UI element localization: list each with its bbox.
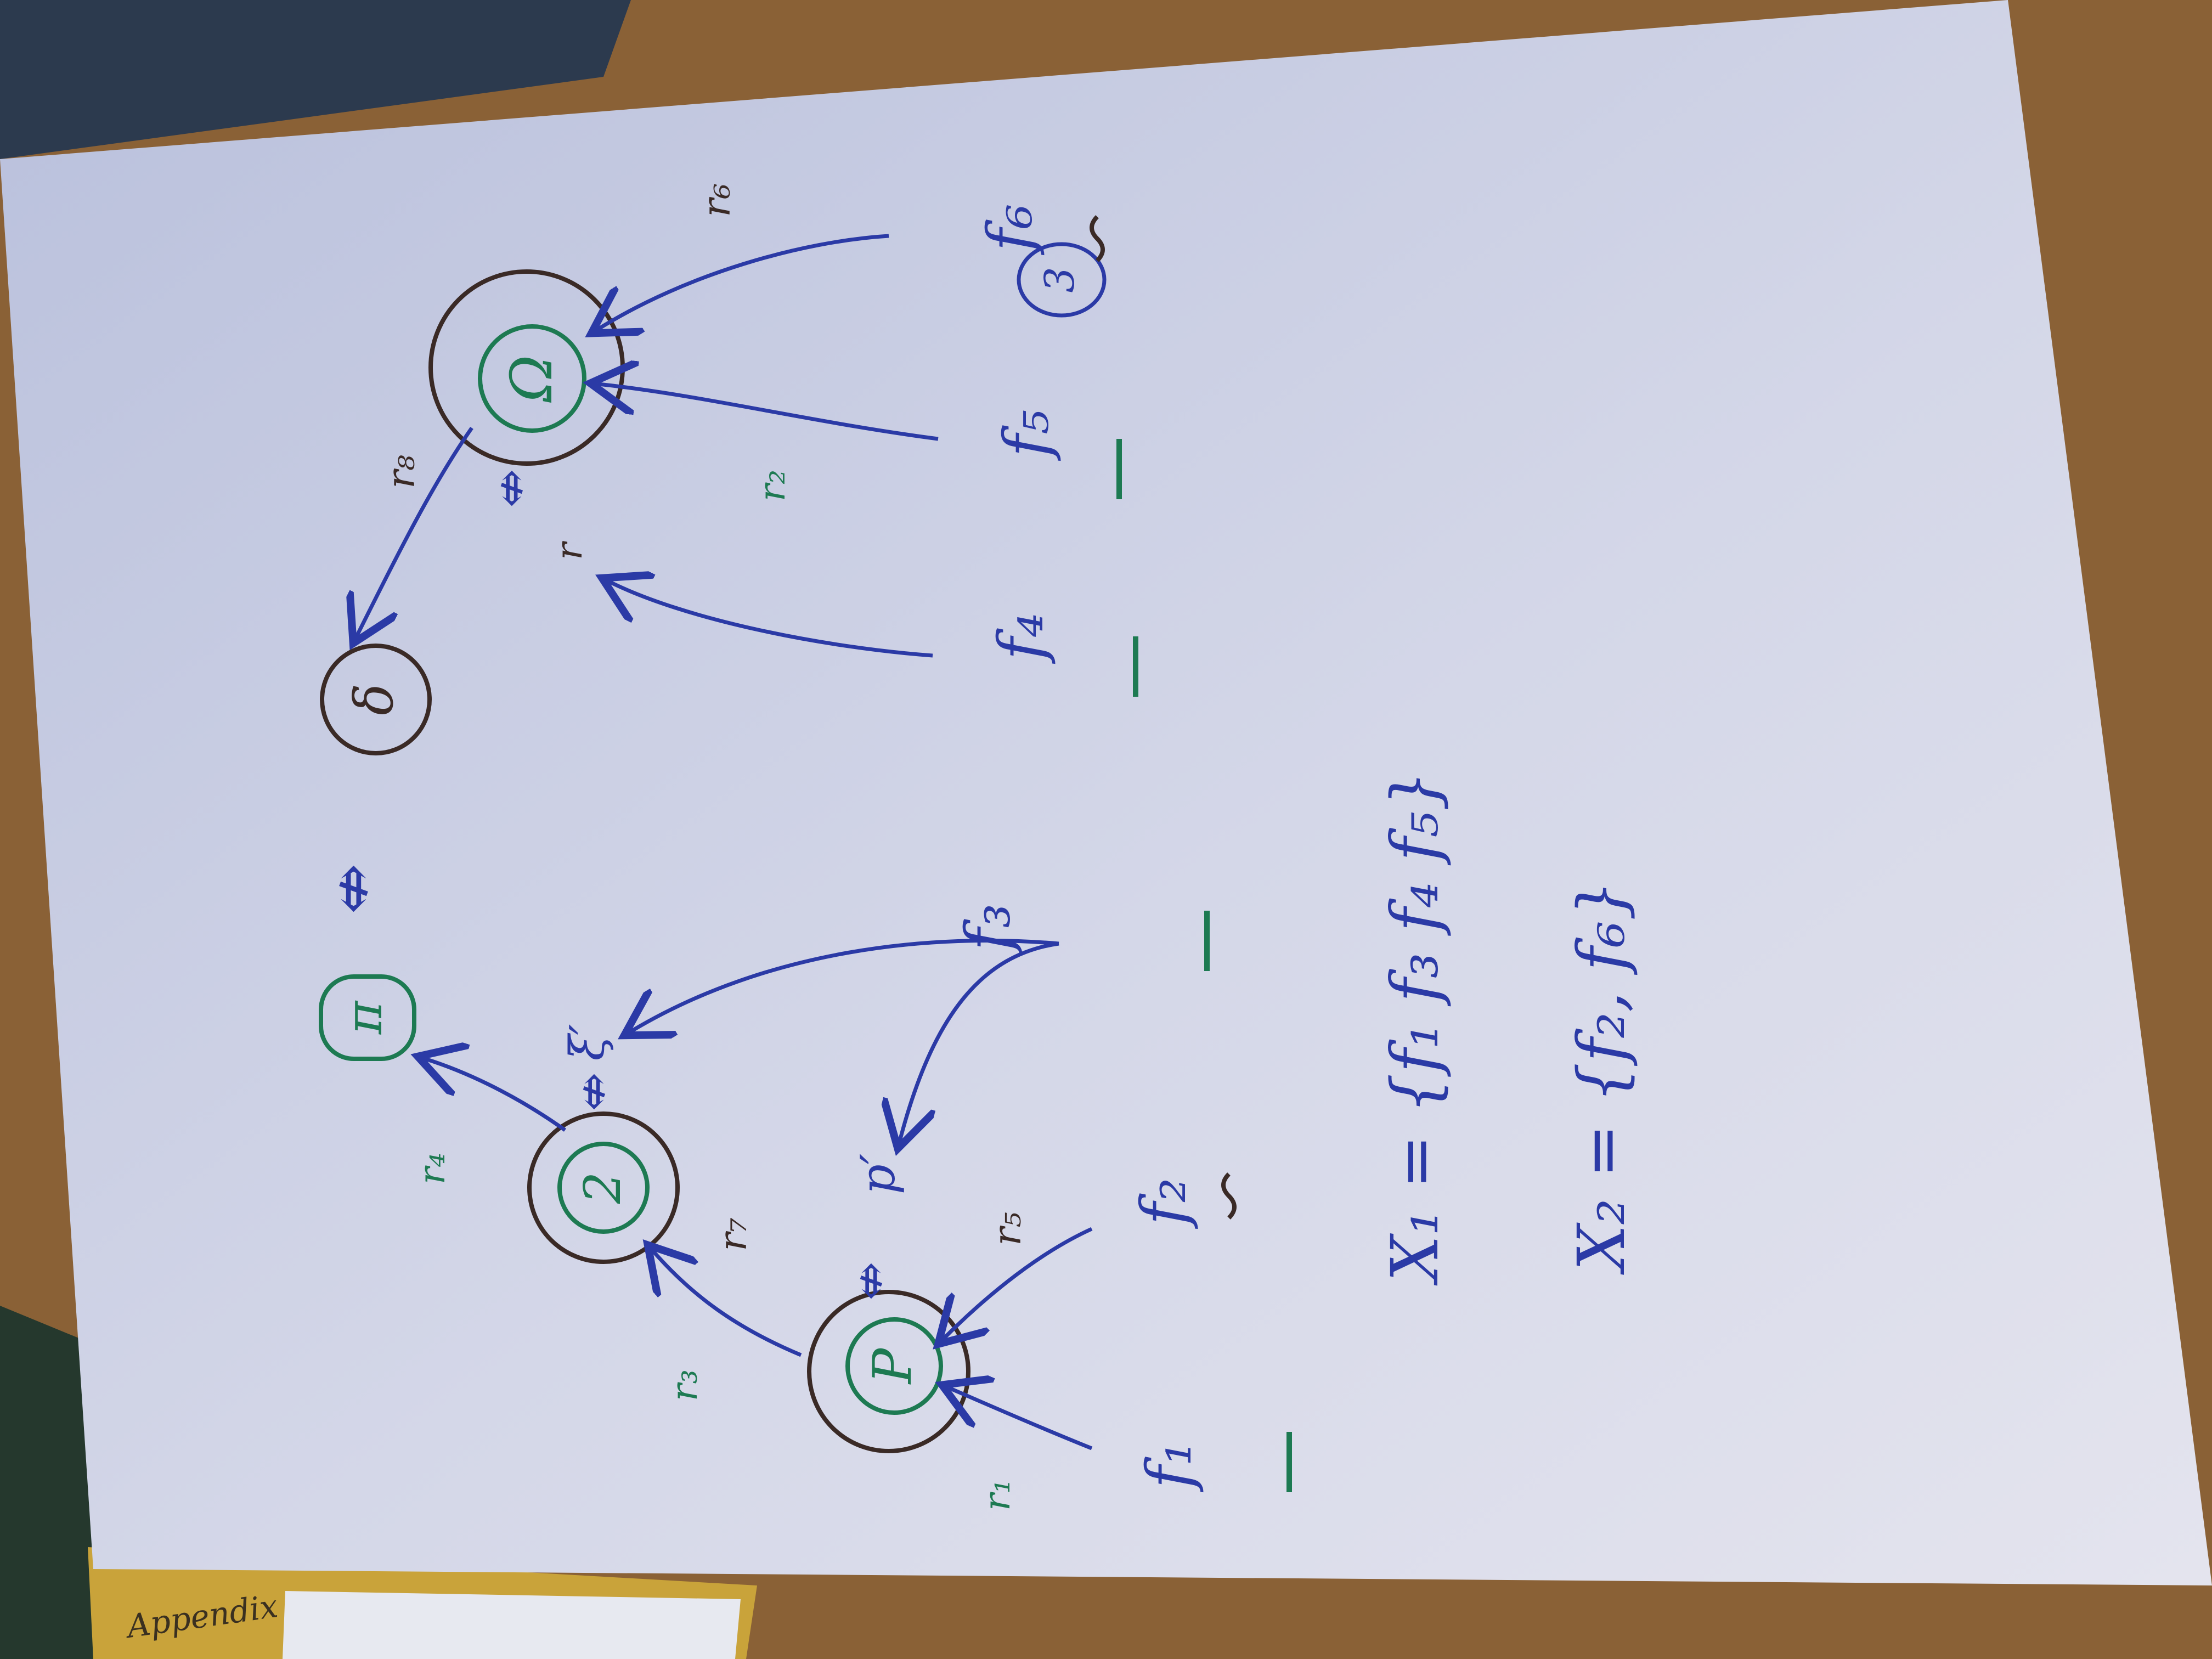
node-q-label: 2 (573, 1172, 632, 1205)
omega-not-iff: ⇎ (484, 469, 538, 507)
paper-sheet (0, 0, 2212, 1585)
rule-r7: r₇ (710, 1217, 755, 1251)
f6-squiggle (1090, 215, 1105, 262)
node-delta-label: δ (343, 684, 405, 715)
fact-f4: f₄ (986, 613, 1057, 664)
p-not-iff: ⇎ (843, 1262, 897, 1300)
fact-f1: f₁ (1134, 1441, 1205, 1492)
rule-r6: r₆ (694, 183, 739, 217)
rule-r2: r₂ (751, 470, 793, 501)
edge-f2-to-p (944, 1227, 1093, 1339)
node-q-outer (527, 1111, 680, 1264)
edge-p-to-q (653, 1251, 802, 1357)
q-not-iff: ⇎ (566, 1073, 620, 1111)
f2-squiggle (1221, 1172, 1237, 1220)
set-x1: X₁ = {f₁ f₃ f₄ f₅} (1377, 770, 1453, 1286)
rule-r1: r₁ (976, 1479, 1018, 1511)
page-number-circle (1017, 242, 1107, 318)
node-pi-box (319, 974, 416, 1061)
edge-f1-to-p (949, 1388, 1093, 1451)
fact-f3: f₃ (953, 904, 1024, 955)
node-p-label: P (862, 1347, 923, 1385)
edge-q-to-pi (425, 1059, 567, 1132)
fact-f6: f₆ (975, 204, 1046, 255)
p-prime-label: p′ (851, 1154, 906, 1195)
fact-f5: f₅ (991, 410, 1063, 461)
xi-prime-label: ξ′ (560, 1024, 615, 1061)
rule-r9: r (548, 541, 590, 560)
node-pi-label: π (335, 1000, 393, 1035)
edge-f4-to-omega (609, 582, 933, 658)
node-p-outer (807, 1290, 970, 1453)
rule-r8: r₈ (379, 455, 424, 489)
dark-object (0, 0, 631, 159)
node-q-inner (557, 1142, 650, 1234)
not-iff-symbol: ⇎ (317, 864, 387, 914)
fact-f2: f₂ (1128, 1178, 1200, 1229)
edge-f5-to-omega (598, 384, 939, 441)
rule-r5: r₅ (985, 1212, 1030, 1246)
page-number: 3 (1036, 267, 1084, 292)
edge-omega-to-delta (357, 426, 473, 636)
rule-r4: r₄ (411, 1153, 453, 1184)
edge-f3-to-xi-prime (631, 938, 1059, 1031)
edge-f6-to-omega (598, 234, 889, 329)
paper-corner (283, 1591, 741, 1659)
rule-r3: r₃ (663, 1369, 706, 1401)
node-p-inner (845, 1317, 943, 1415)
node-omega-label: Ω (498, 355, 565, 403)
edge-f3-to-p-prime (900, 941, 1059, 1141)
set-x2: X₂ = {f₂, f₆} (1564, 880, 1639, 1275)
